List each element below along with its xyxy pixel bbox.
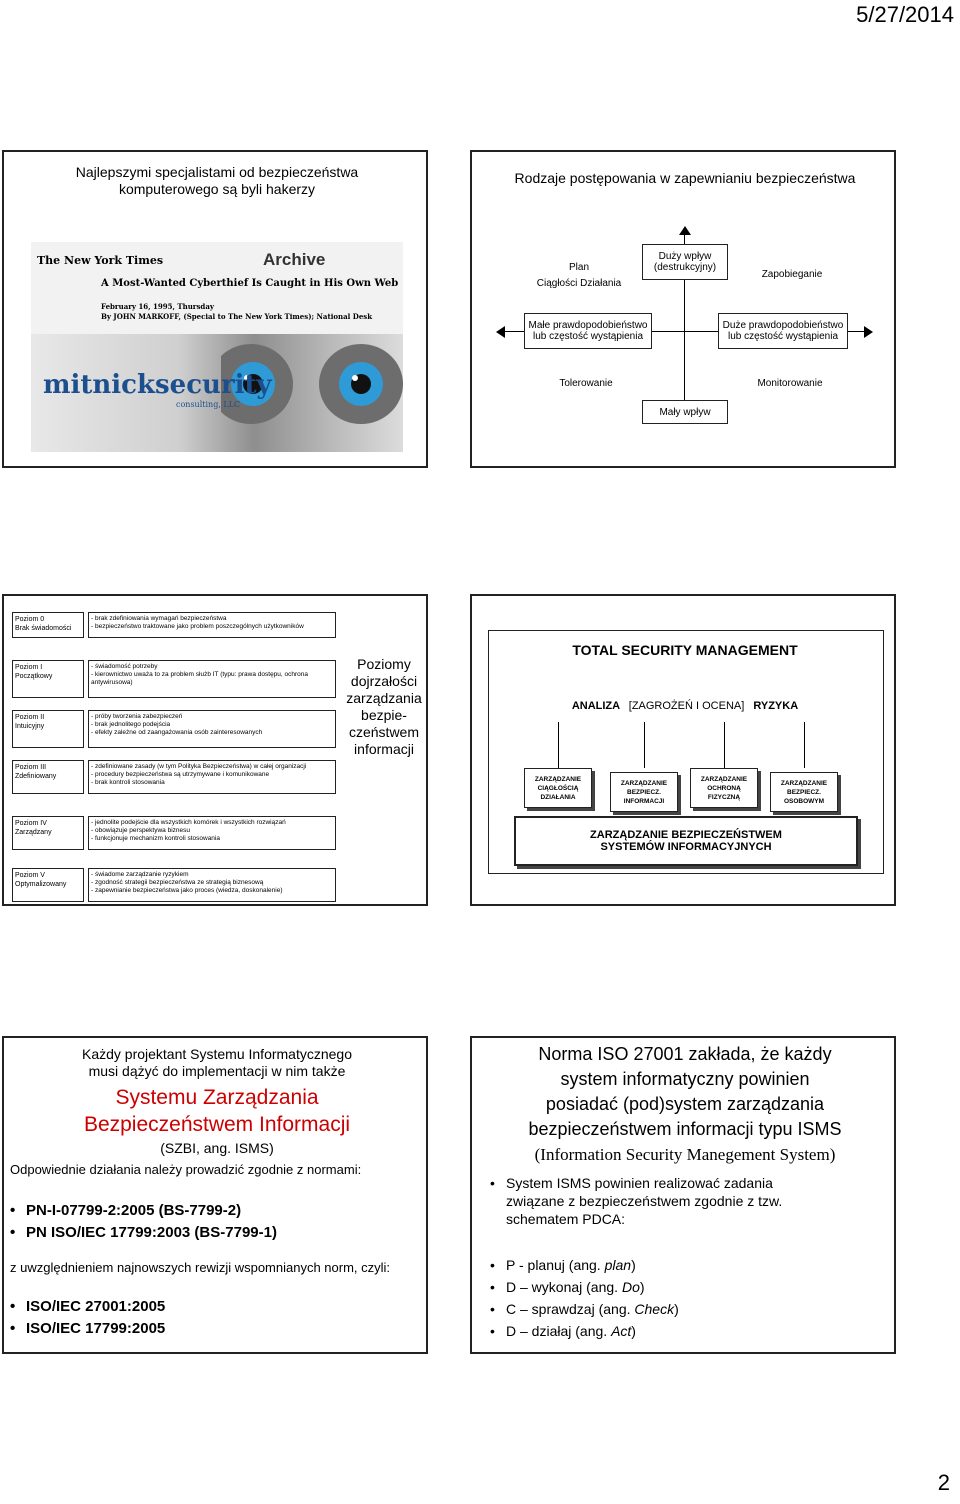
connector-line	[644, 722, 645, 768]
connector-line	[804, 722, 805, 768]
level-desc-box: - świadome zarządzanie ryzykiem- zgodnoś…	[88, 868, 336, 902]
revisions-text: z uwzględnieniem najnowszych rewizji wsp…	[10, 1260, 391, 1275]
slide-hackers: Najlepszymi specjalistami od bezpieczeńs…	[2, 150, 428, 468]
mitnick-sub: consulting, LLC	[176, 400, 241, 409]
quadrant-monitorowanie: Monitorowanie	[757, 378, 823, 389]
bottom-box: ZARZĄDZANIE BEZPIECZEŃSTWEM SYSTEMÓW INF…	[514, 816, 858, 866]
archive-label: Archive	[263, 250, 326, 269]
norms-list-2: ISO/IEC 27001:2005 ISO/IEC 17799:2005	[10, 1296, 165, 1340]
pdca-item: C – sprawdzaj (ang. Check)	[490, 1298, 679, 1320]
pdca-item: P - planuj (ang. plan)	[490, 1254, 679, 1276]
quadrant-tolerowanie: Tolerowanie	[559, 378, 613, 389]
slide-total-security: TOTAL SECURITY MANAGEMENT ANALIZA [ZAGRO…	[470, 594, 896, 906]
tsm-frame	[488, 630, 884, 874]
slide-title: Najlepszymi specjalistami od bezpieczeńs…	[75, 164, 359, 197]
pdca-item: D – działaj (ang. Act)	[490, 1320, 679, 1342]
norm-item: PN ISO/IEC 17799:2003 (BS-7799-1)	[10, 1222, 277, 1244]
vertical-axis	[684, 234, 685, 404]
byline-author: By JOHN MARKOFF, (Special to The New Yor…	[101, 312, 373, 321]
norm-item: ISO/IEC 17799:2005	[10, 1318, 165, 1340]
szbi-highlight: Systemu Zarządzania Bezpieczeństwem Info…	[83, 1086, 351, 1136]
headline: A Most-Wanted Cyberthief Is Caught in Hi…	[101, 278, 399, 289]
page-date: 5/27/2014	[856, 2, 954, 27]
intro-text: Każdy projektant Systemu Informatycznego…	[81, 1046, 353, 1079]
slide-szbi: Każdy projektant Systemu Informatycznego…	[2, 1036, 428, 1354]
axis-bottom-box: Mały wpływ	[642, 400, 728, 424]
arrow-left-icon	[496, 326, 505, 338]
arrow-right-icon	[864, 326, 873, 338]
arrow-up-icon	[679, 226, 691, 235]
slide-iso27001: Norma ISO 27001 zakłada, że każdy system…	[470, 1036, 896, 1354]
tsm-title: TOTAL SECURITY MANAGEMENT	[572, 642, 798, 658]
quadrant-plan: Plan Ciągłości Działania	[536, 262, 622, 289]
axis-left-box: Małe prawdopodobieństwo lub częstość wys…	[524, 313, 652, 349]
pdca-item: D – wykonaj (ang. Do)	[490, 1276, 679, 1298]
slide-maturity-levels: Poziomy dojrzałości zarządzania bezpie- …	[2, 594, 428, 906]
norm-item: ISO/IEC 27001:2005	[10, 1296, 165, 1318]
nyt-logo: The New York Times	[37, 254, 164, 267]
pdca-list: P - planuj (ang. plan) D – wykonaj (ang.…	[490, 1254, 679, 1342]
newspaper-image: The New York Times Archive A Most-Wanted…	[31, 242, 403, 452]
slide-title: Rodzaje postępowania w zapewnianiu bezpi…	[514, 170, 856, 186]
level-desc-box: - jednolite podejście dla wszystkich kom…	[88, 816, 336, 850]
level-desc-box: - świadomość potrzeby- kierownictwo uważ…	[88, 660, 336, 698]
axis-right-box: Duże prawdopodobieństwo lub częstość wys…	[718, 313, 848, 349]
horizontal-axis	[504, 331, 864, 332]
level-desc-box: - próby tworzenia zabezpieczeń- brak jed…	[88, 710, 336, 748]
quadrant-zapobieganie: Zapobieganie	[761, 269, 823, 280]
level-desc-box: - brak zdefiniowania wymagań bezpieczeńs…	[88, 612, 336, 638]
level-desc-box: - zdefiniowane zasady (w tym Polityka Be…	[88, 760, 336, 794]
mitnick-logo: mitnicksecurity	[43, 370, 272, 400]
iso-title: Norma ISO 27001 zakłada, że każdy system…	[528, 1044, 842, 1164]
norm-item: PN-I-07799-2:2005 (BS-7799-2)	[10, 1200, 277, 1222]
slide-security-matrix: Rodzaje postępowania w zapewnianiu bezpi…	[470, 150, 896, 468]
owl-eyes-image	[221, 344, 403, 424]
axis-top-box: Duży wpływ (destrukcyjny)	[642, 244, 728, 280]
analiza-line: ANALIZA [ZAGROŻEŃ I OCENA] RYZYKA	[571, 700, 799, 712]
szbi-abbrev: (SZBI, ang. ISMS)	[160, 1140, 274, 1156]
side-title: Poziomy dojrzałości zarządzania bezpie- …	[346, 656, 422, 757]
byline-date: February 16, 1995, Thursday	[101, 302, 214, 311]
norms-list-1: PN-I-07799-2:2005 (BS-7799-2) PN ISO/IEC…	[10, 1200, 277, 1244]
isms-bullet: System ISMS powinien realizować zadania …	[490, 1174, 890, 1228]
connector-line	[558, 722, 559, 768]
norms-intro: Odpowiednie działania należy prowadzić z…	[10, 1162, 362, 1177]
page-number: 2	[937, 1470, 950, 1495]
connector-line	[724, 722, 725, 768]
